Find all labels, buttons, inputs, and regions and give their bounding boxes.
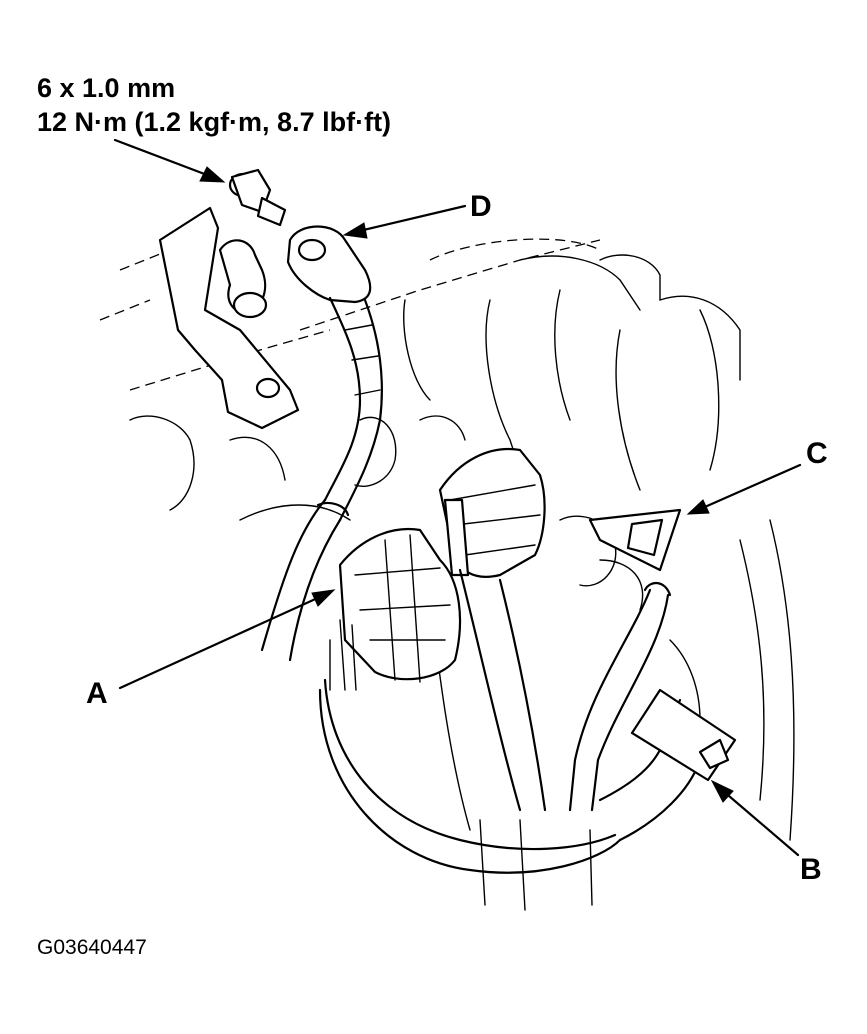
figure-id: G03640447: [37, 936, 147, 959]
callout-d: D: [470, 190, 492, 223]
callout-b: B: [800, 853, 822, 886]
torque-spec: 12 N·m (1.2 kgf·m, 8.7 lbf·ft): [37, 107, 391, 137]
harness-clip-b: [630, 688, 737, 782]
bolt-size-spec: 6 x 1.0 mm: [37, 73, 175, 103]
callout-a: A: [86, 677, 108, 710]
ground-bracket: [158, 206, 300, 430]
callout-c: C: [806, 437, 828, 470]
leader-arrows: [113, 138, 802, 857]
bolt-icon: [228, 168, 287, 227]
left-harness-wire: [260, 498, 350, 662]
connector-a: [329, 527, 462, 691]
ground-terminal: [286, 225, 383, 522]
connector-middle: [438, 448, 546, 578]
connector-c: [588, 508, 682, 572]
